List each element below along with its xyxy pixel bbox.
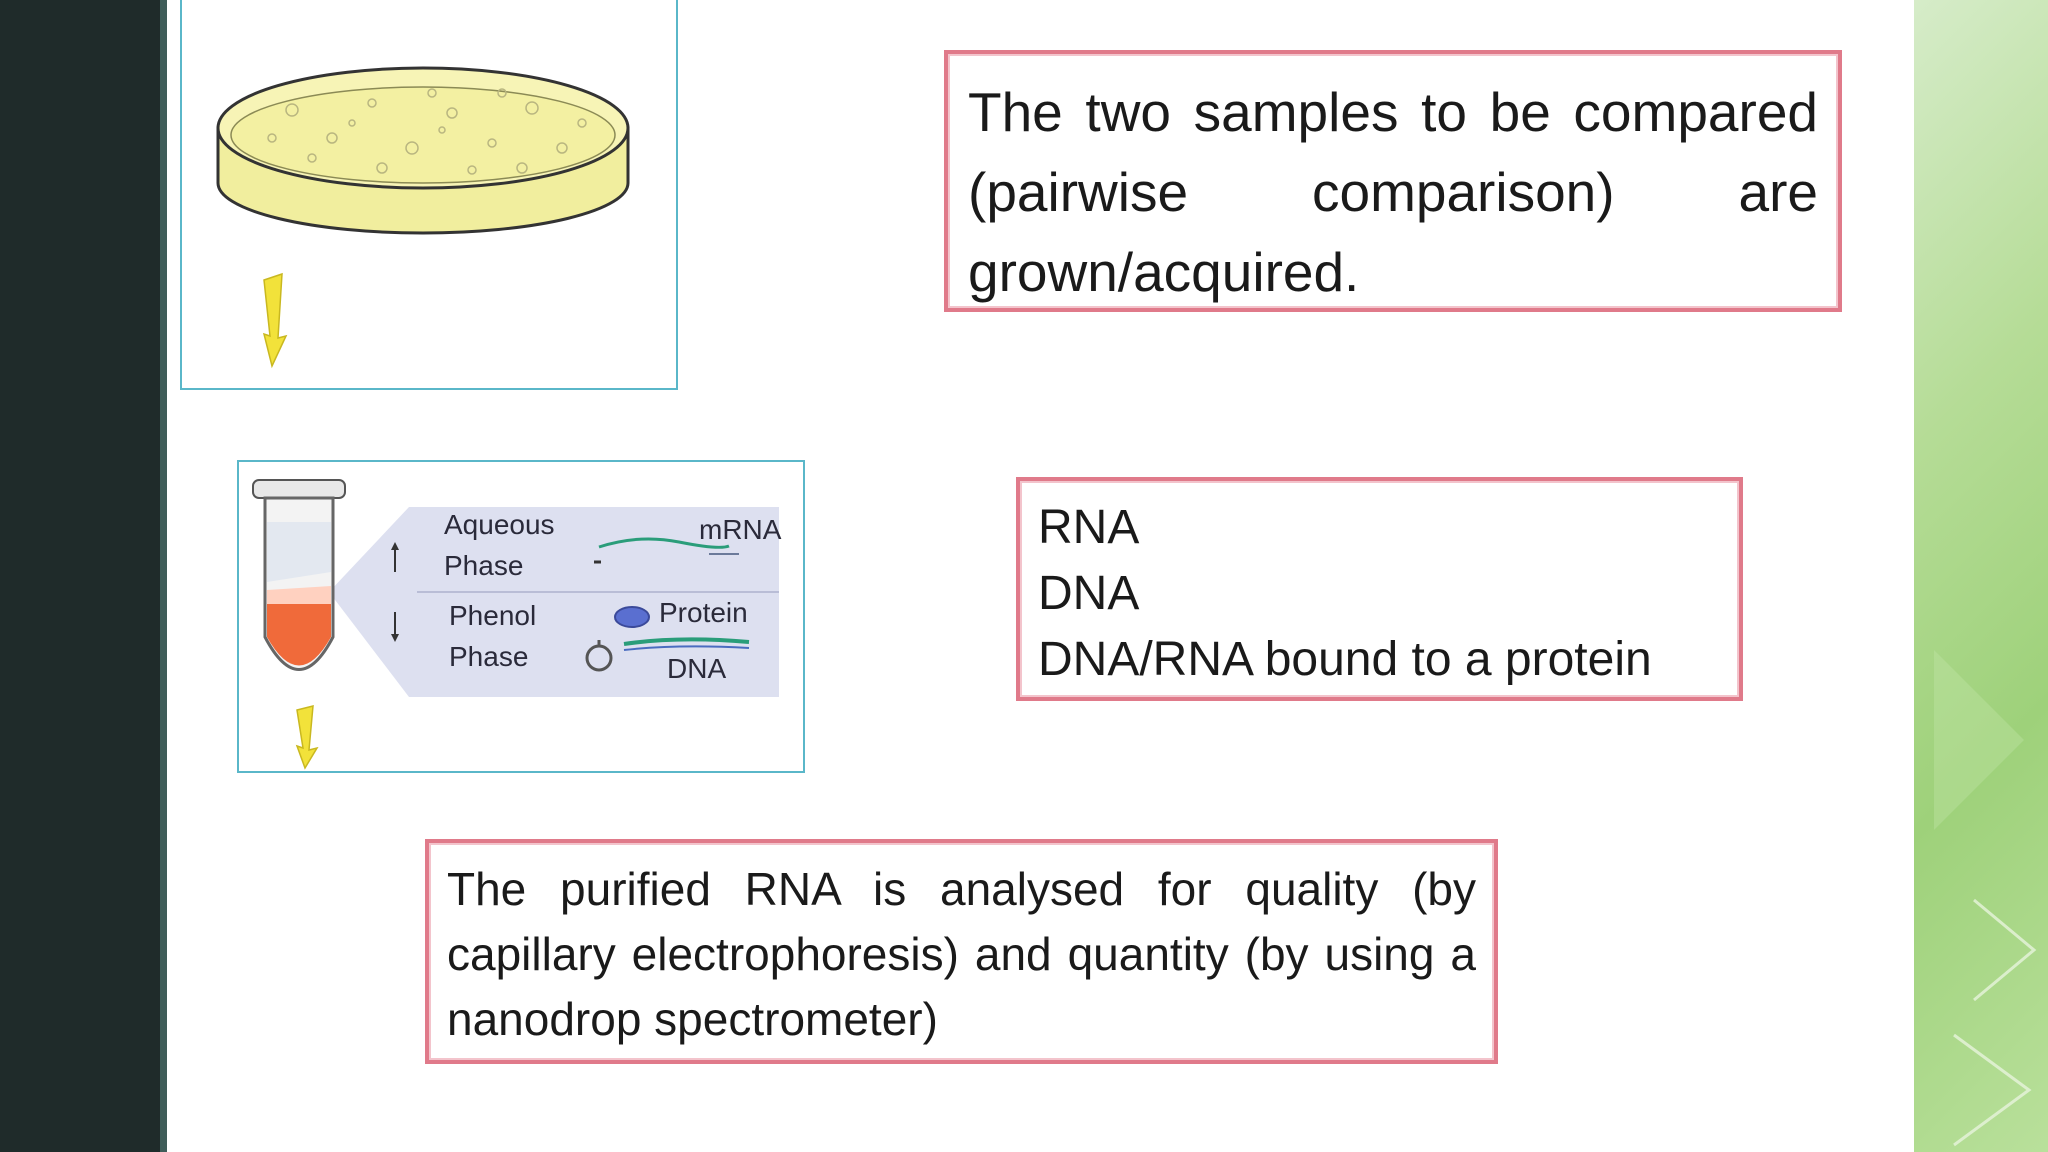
left-sidebar-bar [0,0,160,1152]
rna-analysis-text: The purified RNA is analysed for quality… [447,863,1476,1045]
list-item-dna: DNA [1038,567,1140,620]
tube-phase-diagram: Aqueous Phase Phenol Phase mRNA Protein … [252,479,782,770]
right-decor-bar [1914,0,2048,1152]
tube-cap-icon [252,479,346,499]
chevron-decor-icon [1934,650,2037,1147]
left-sidebar-edge [160,0,167,1152]
down-arrow-icon [262,272,288,369]
rna-analysis-text-box: The purified RNA is analysed for quality… [425,839,1498,1064]
nucleic-acid-list-box: RNA DNA DNA/RNA bound to a protein [1016,477,1743,701]
protein-label: Protein [659,597,748,628]
phenol-label-1: Phenol [449,600,536,631]
list-item-rna: RNA [1038,501,1140,554]
mrna-label: mRNA [699,514,782,545]
aqueous-label-1: Aqueous [444,509,555,540]
samples-text-box: The two samples to be compared (pairwise… [944,50,1842,312]
phenol-label-2: Phase [449,641,528,672]
down-arrow-icon [295,705,319,770]
petri-dish-icon [216,66,630,369]
aqueous-label-2: Phase [444,550,523,581]
dna-label: DNA [667,653,726,684]
samples-text: The two samples to be compared (pairwise… [968,81,1818,303]
phase-separation-figure: Aqueous Phase Phenol Phase mRNA Protein … [237,460,805,773]
protein-blob-icon [614,606,650,628]
petri-dish-figure [180,0,678,390]
list-item-bound-protein: DNA/RNA bound to a protein [1038,633,1652,686]
